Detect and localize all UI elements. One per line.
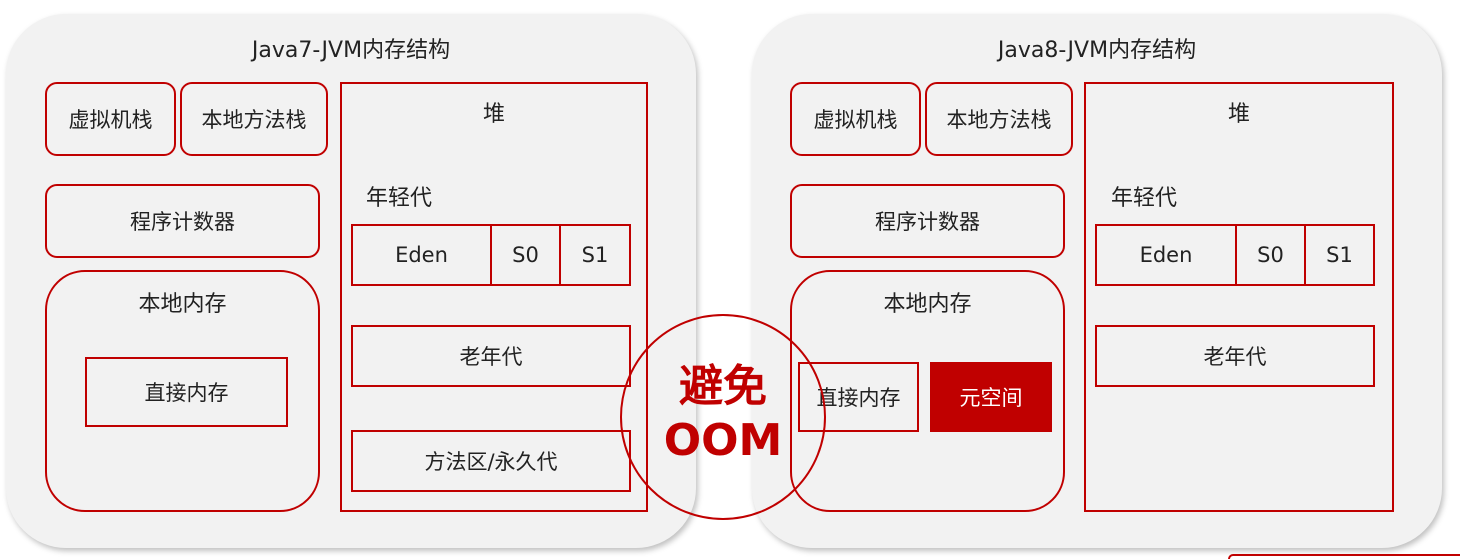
java7-heap-label: 堆	[482, 102, 505, 127]
avoid-oom-label: 避免 OOM	[620, 360, 826, 468]
java7-direct-memory: 直接内存	[85, 357, 288, 427]
java8-s0: S0	[1235, 224, 1306, 286]
java7-old-gen: 老年代	[351, 325, 631, 387]
java8-pc-register: 程序计数器	[790, 184, 1065, 258]
java7-s1: S1	[559, 224, 631, 286]
java8-native-method-stack: 本地方法栈	[925, 82, 1073, 156]
java7-title: Java7-JVM内存结构	[251, 38, 451, 63]
java8-metaspace: 元空间	[930, 362, 1052, 432]
java7-young-gen-label: 年轻代	[366, 186, 433, 211]
java8-native-memory-label: 本地内存	[883, 292, 972, 317]
avoid-oom-circle	[620, 314, 826, 520]
java8-heap: 堆	[1084, 82, 1394, 512]
java8-vm-stack: 虚拟机栈	[790, 82, 921, 156]
java7-native-memory-label: 本地内存	[138, 292, 227, 317]
java8-s1: S1	[1304, 224, 1375, 286]
java8-heap-label: 堆	[1227, 102, 1250, 127]
java7-eden: Eden	[351, 224, 492, 286]
java7-pc-register: 程序计数器	[45, 184, 320, 258]
java7-vm-stack: 虚拟机栈	[45, 82, 176, 156]
java8-young-gen-label: 年轻代	[1111, 186, 1178, 211]
avoid-oom-line2: OOM	[663, 415, 783, 466]
avoid-oom-line1: 避免	[679, 361, 767, 412]
java8-old-gen: 老年代	[1095, 325, 1375, 387]
java8-title: Java8-JVM内存结构	[997, 38, 1197, 63]
java8-native-memory: 本地内存	[790, 270, 1065, 512]
corner-accent-line	[1228, 554, 1460, 559]
java7-method-area: 方法区/永久代	[351, 430, 631, 492]
java7-s0: S0	[490, 224, 561, 286]
java7-native-method-stack: 本地方法栈	[180, 82, 328, 156]
java8-eden: Eden	[1095, 224, 1237, 286]
